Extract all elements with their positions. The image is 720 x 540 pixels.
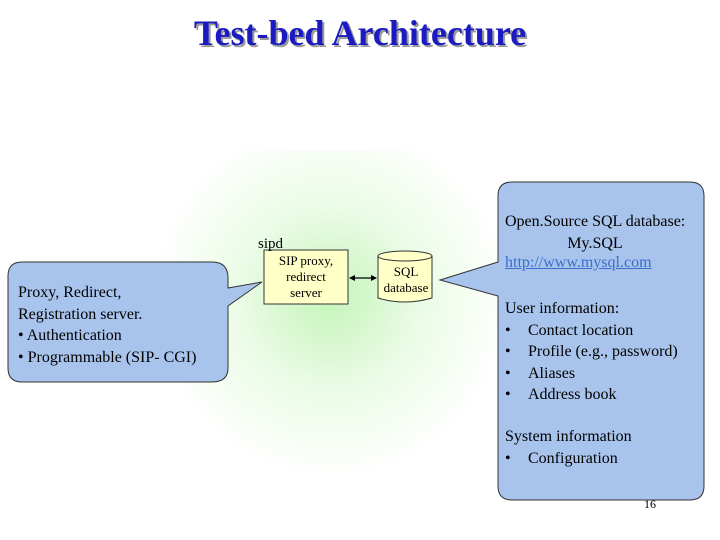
db-line: SQL xyxy=(393,264,419,279)
page-number: 16 xyxy=(644,497,656,511)
left-callout-line: Proxy, Redirect, xyxy=(18,284,122,301)
right-callout-shape xyxy=(438,181,705,501)
page-title: Test-bed Architecture xyxy=(193,13,527,53)
right-callout-title: Open.Source SQL database: My.SQL xyxy=(505,211,715,254)
mysql-link[interactable]: http://www.mysql.com xyxy=(505,254,652,271)
sip-proxy-line: SIP proxy, xyxy=(278,253,334,268)
bullet-glyph: • xyxy=(505,321,511,339)
list-item: • Configuration xyxy=(505,448,632,470)
right-title-line: Open.Source SQL database: xyxy=(505,213,686,230)
sql-database-top xyxy=(377,250,433,262)
bullet-glyph: • xyxy=(505,364,511,382)
user-info-block: User information: • Contact location • Pro… xyxy=(505,298,678,406)
left-callout-shape xyxy=(7,261,263,383)
left-callout-line: • Authentication xyxy=(18,327,122,344)
list-item: • Contact location xyxy=(505,320,678,342)
list-item: • Aliases xyxy=(505,363,678,385)
left-callout-line: Registration server. xyxy=(18,305,143,323)
sip-proxy-label: SIP proxy, redirect server xyxy=(264,253,348,301)
arrow-head-left xyxy=(349,275,355,281)
list-item-text: Address book xyxy=(528,386,617,403)
sql-database-cylinder xyxy=(377,255,433,303)
user-info-heading: User information: xyxy=(505,300,620,317)
left-callout-line: • Programmable (SIP- CGI) xyxy=(18,348,197,366)
list-item-text: Configuration xyxy=(528,449,618,467)
system-info-block: System information • Configuration xyxy=(505,426,632,469)
sip-proxy-line: server xyxy=(290,285,322,300)
list-item-text: Contact location xyxy=(528,321,634,339)
sip-proxy-line: redirect xyxy=(286,269,326,284)
sip-proxy-box xyxy=(263,249,349,305)
list-item: • Profile (e.g., password) xyxy=(505,341,678,363)
list-item: • Address book xyxy=(505,384,678,406)
right-title-line: My.SQL xyxy=(567,234,623,252)
db-line: database xyxy=(383,280,429,295)
sipd-label: sipd xyxy=(258,236,284,252)
sql-database-label: SQL database xyxy=(380,264,432,296)
list-item-text: Profile (e.g., password) xyxy=(528,343,678,360)
arrow-head-right xyxy=(371,275,377,281)
bullet-glyph: • xyxy=(505,449,511,467)
system-info-heading: System information xyxy=(505,428,632,445)
bullet-glyph: • xyxy=(505,386,511,403)
left-callout-text: Proxy, Redirect, Registration server. • … xyxy=(18,282,196,368)
bullet-glyph: • xyxy=(505,343,511,360)
list-item-text: Aliases xyxy=(528,364,576,382)
